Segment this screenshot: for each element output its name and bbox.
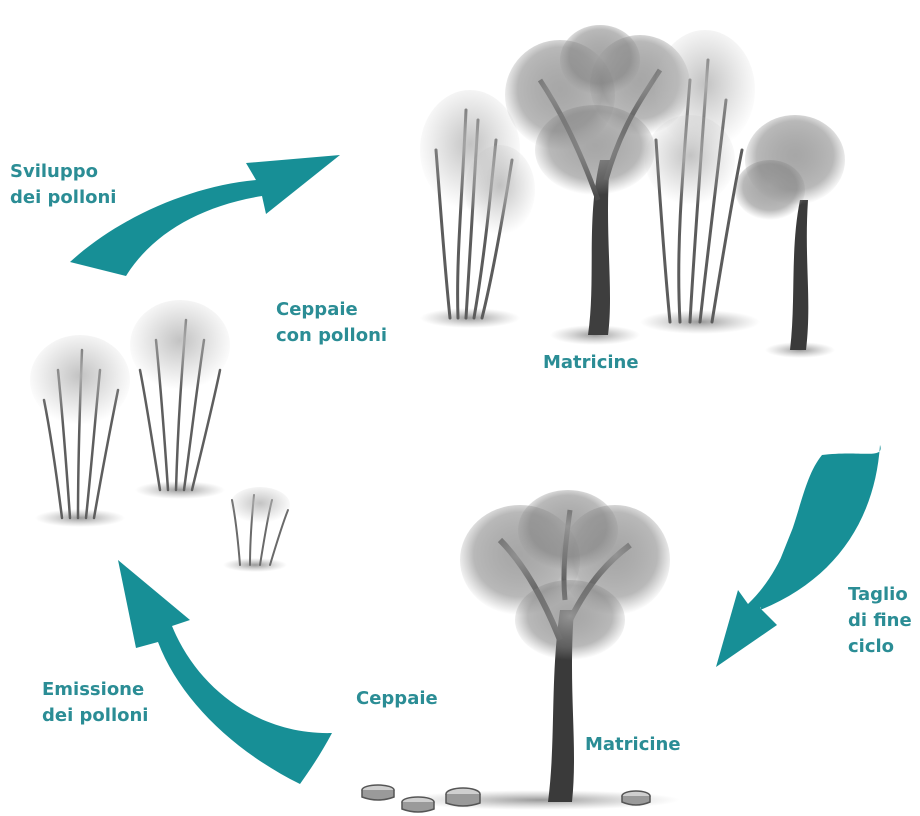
ceppaie-con-polloni-illustration — [30, 300, 290, 572]
taglio-illustration — [362, 490, 680, 812]
label-matricine-bottom: Matricine — [585, 732, 681, 758]
stump — [402, 797, 434, 812]
label-emissione-dei-polloni: Emissione dei polloni — [42, 677, 148, 729]
curved-arrow-icon — [118, 560, 332, 784]
stump — [446, 788, 480, 806]
label-ceppaie-con-polloni: Ceppaie con polloni — [276, 297, 387, 349]
stump — [362, 785, 394, 800]
label-matricine-top: Matricine — [543, 350, 639, 376]
arrow-emissione — [118, 560, 332, 784]
label-ceppaie: Ceppaie — [356, 686, 438, 712]
label-taglio-di-fine-ciclo: Taglio di fine ciclo — [848, 582, 912, 660]
label-sviluppo-dei-polloni: Sviluppo dei polloni — [10, 159, 116, 211]
matricine-stand-illustration — [420, 25, 845, 358]
stump — [622, 791, 650, 805]
